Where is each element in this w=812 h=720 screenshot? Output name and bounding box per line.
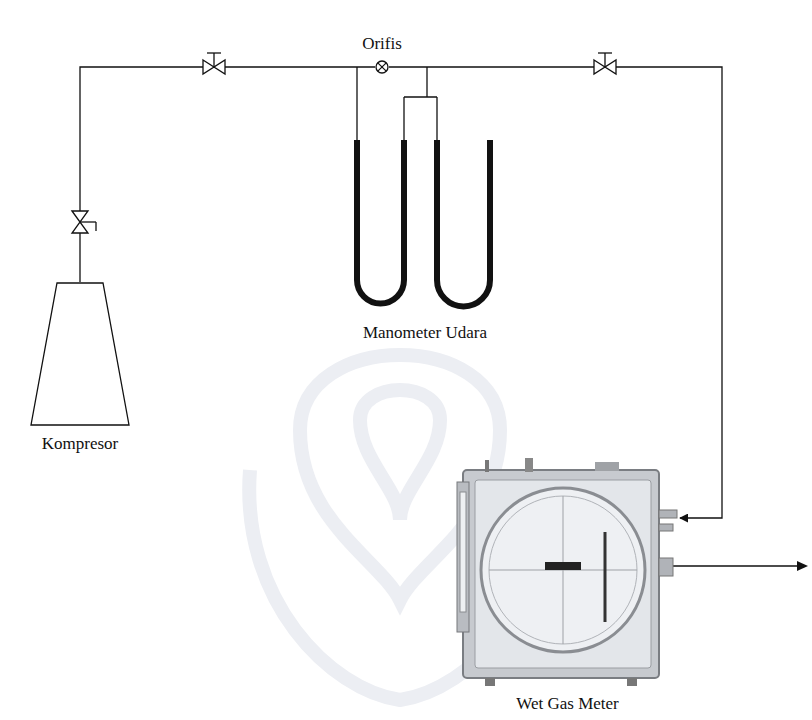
compressor-shape (25, 282, 135, 428)
device-label: Manometer Udara (320, 323, 530, 343)
air-manometer-shape (340, 85, 510, 317)
wet-gas-meter-node: Wet Gas Meter (455, 452, 680, 714)
manometer-taps (357, 67, 437, 142)
pipe-line (80, 67, 375, 282)
outlet-arrow (668, 561, 808, 571)
wet-gas-meter-shape (455, 452, 680, 692)
device-label: Kompresor (25, 434, 135, 454)
orifice-shape (375, 60, 389, 74)
compressor-node: Kompresor (25, 282, 135, 454)
device-label: Orifis (362, 34, 402, 54)
orifice-node: Orifis (375, 60, 389, 74)
air-manometer-node: Manometer Udara (340, 85, 510, 343)
device-label: Wet Gas Meter (435, 694, 700, 714)
pipe-line (389, 67, 722, 518)
